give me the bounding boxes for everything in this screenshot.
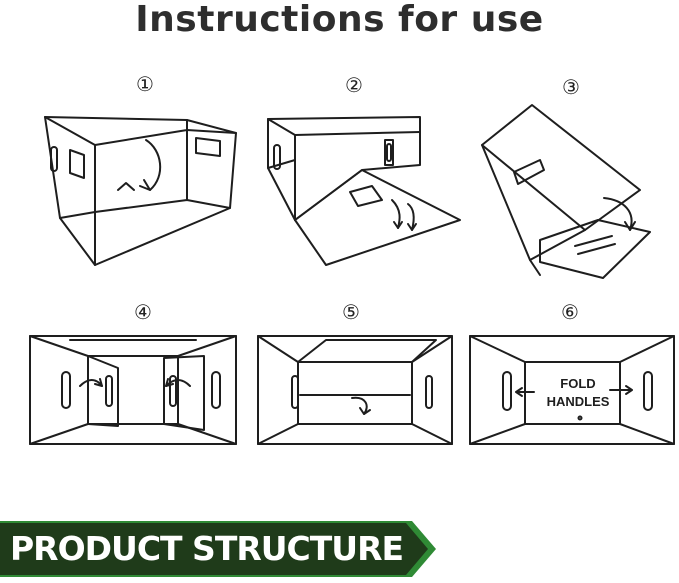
step-number-3: ③ — [562, 75, 580, 99]
step-2-illustration — [267, 116, 461, 266]
step-3-illustration — [481, 104, 651, 279]
step-number-2: ② — [345, 73, 363, 97]
banner-label: PRODUCT STRUCTURE — [10, 529, 404, 568]
product-structure-banner — [0, 521, 436, 577]
step-number-6: ⑥ — [561, 300, 579, 324]
step-number-4: ④ — [134, 300, 152, 324]
step-number-5: ⑤ — [342, 300, 360, 324]
step-5-illustration — [257, 335, 453, 445]
step-1-illustration — [44, 116, 237, 266]
page-title: Instructions for use — [135, 0, 544, 40]
step-6-illustration — [469, 335, 675, 445]
fold-handles-label-line2: HANDLES — [547, 394, 610, 409]
fold-handles-label-line1: FOLD — [560, 376, 595, 391]
step-number-1: ① — [136, 72, 154, 96]
step-4-illustration — [29, 335, 237, 445]
